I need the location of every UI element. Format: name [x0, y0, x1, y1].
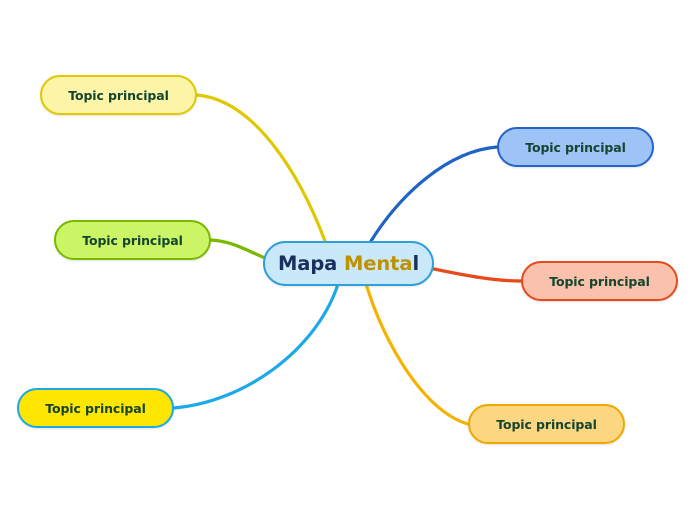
connector-bottom-right: [365, 285, 470, 426]
central-node-label: Mapa Mental: [278, 252, 419, 275]
connector-top-right: [369, 145, 499, 243]
connector-middle-right: [432, 267, 523, 283]
central-label-part-a: Mapa: [277, 252, 344, 275]
connector-bottom-left: [172, 285, 339, 410]
topic-node-label: Topic principal: [525, 139, 626, 155]
topic-node-label: Topic principal: [45, 400, 146, 416]
topic-node-top-right[interactable]: Topic principal: [497, 127, 654, 167]
central-label-part-b: Menta: [343, 252, 413, 275]
topic-node-label: Topic principal: [549, 273, 650, 289]
connector-middle-left: [209, 238, 267, 260]
topic-node-middle-right[interactable]: Topic principal: [521, 261, 678, 301]
connector-top-left: [195, 93, 327, 243]
topic-node-bottom-right[interactable]: Topic principal: [468, 404, 625, 444]
topic-node-label: Topic principal: [496, 416, 597, 432]
topic-node-middle-left[interactable]: Topic principal: [54, 220, 211, 260]
topic-node-top-left[interactable]: Topic principal: [40, 75, 197, 115]
central-node[interactable]: Mapa Mental: [263, 241, 434, 286]
topic-node-label: Topic principal: [82, 232, 183, 248]
topic-node-bottom-left[interactable]: Topic principal: [17, 388, 174, 428]
topic-node-label: Topic principal: [68, 87, 169, 103]
central-label-part-c: l: [412, 252, 420, 275]
